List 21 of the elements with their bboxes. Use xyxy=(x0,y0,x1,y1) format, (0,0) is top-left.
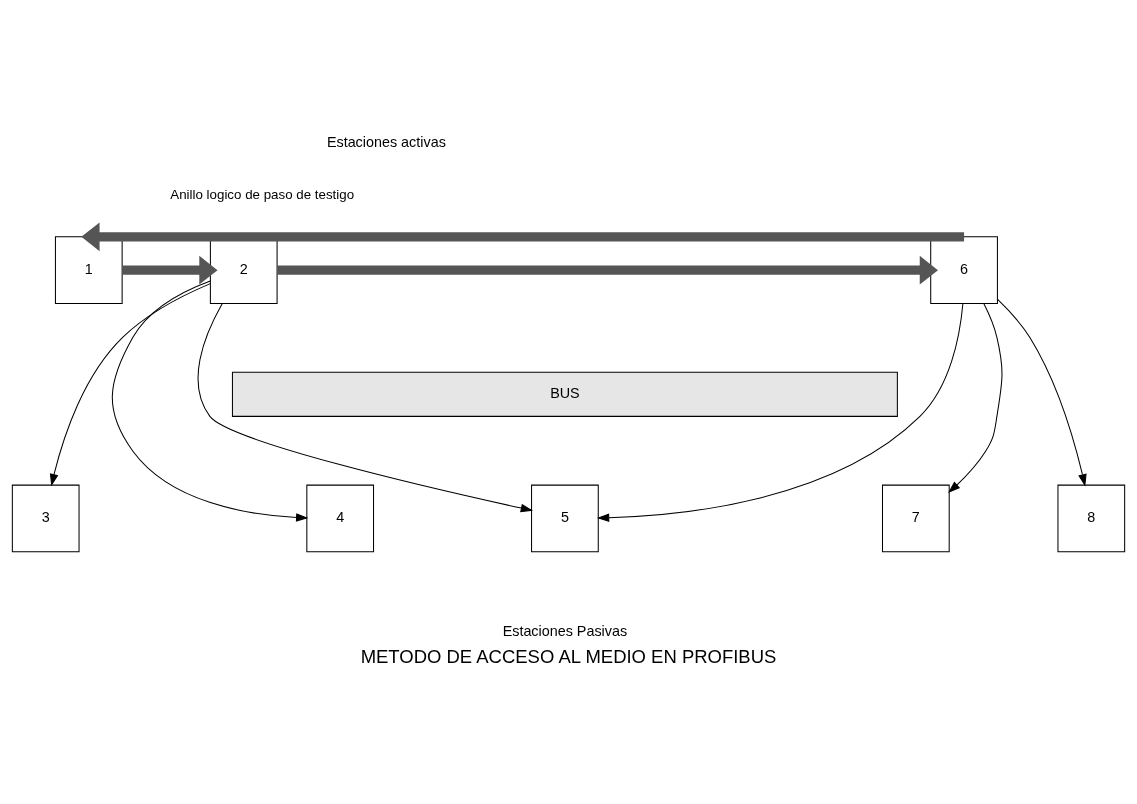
node-box: 7 xyxy=(881,484,950,553)
arrow xyxy=(49,283,211,487)
node-box: 3 xyxy=(11,484,80,553)
node-box: 1 xyxy=(54,236,123,304)
label: Estaciones Pasivas xyxy=(502,623,628,640)
arrow xyxy=(81,222,965,252)
node-box: 6 xyxy=(930,236,998,304)
label: Estaciones activas xyxy=(326,133,446,150)
node-box: 8 xyxy=(1057,484,1126,553)
node-box: BUS xyxy=(231,371,898,417)
arrow xyxy=(277,255,938,285)
arrow xyxy=(596,303,964,522)
caption: METODO DE ACCESO AL MEDIO EN PROFIBUS xyxy=(360,646,777,668)
node-box: 5 xyxy=(531,484,599,553)
arrow xyxy=(997,298,1087,487)
arrow xyxy=(197,303,534,513)
node-box: 4 xyxy=(306,484,375,553)
edge-label: Anillo logico de paso de testigo xyxy=(170,187,355,203)
arrow xyxy=(111,280,309,522)
arrow xyxy=(948,303,1003,493)
arrow xyxy=(122,255,218,285)
